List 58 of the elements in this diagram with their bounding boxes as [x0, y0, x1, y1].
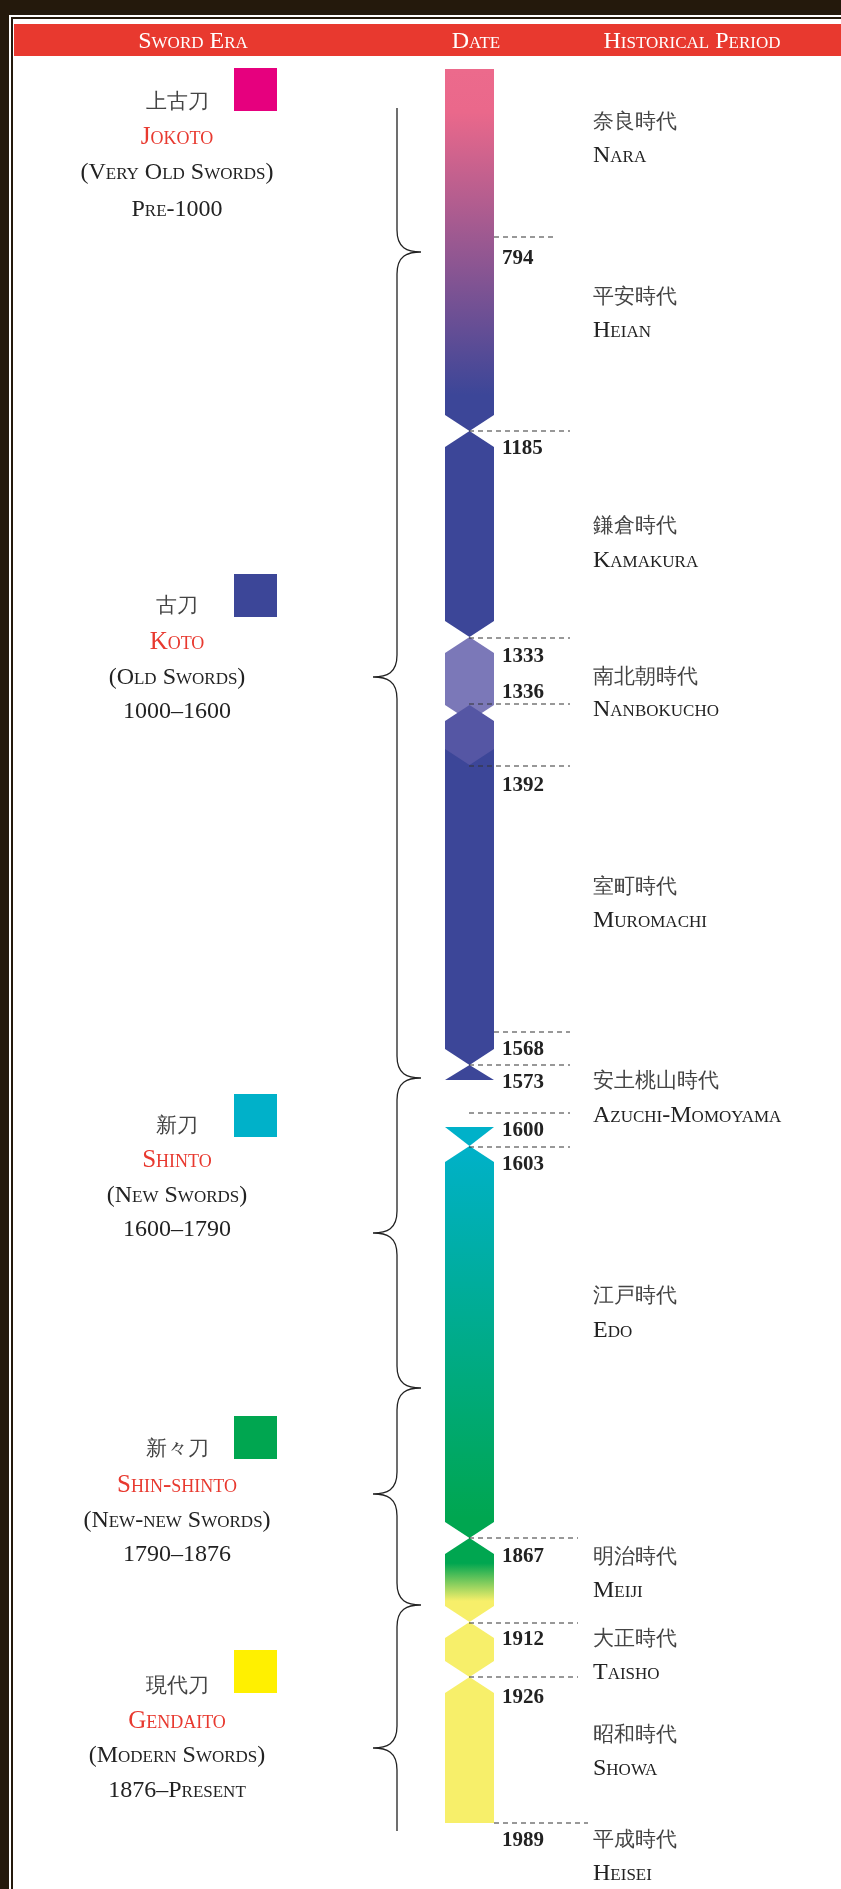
period-name-japanese: 大正時代 [593, 1627, 677, 1649]
column-header: Date [451, 28, 501, 52]
year-label: 1603 [502, 1152, 544, 1174]
period-name: Edo [593, 1317, 633, 1341]
year-label: 1336 [502, 680, 544, 702]
period-name: Azuchi-Momoyama [593, 1102, 782, 1126]
column-header: Sword Era [138, 28, 248, 52]
period-name-japanese: 安土桃山時代 [593, 1069, 719, 1091]
era-kanji-label: 現代刀 [145, 1674, 209, 1696]
era-name: Shin-shinto [117, 1470, 237, 1496]
era-description: 1600–1790 [123, 1216, 231, 1240]
year-label: 794 [502, 246, 534, 268]
column-header: Historical Period [603, 28, 781, 52]
year-label: 1600 [502, 1118, 544, 1140]
era-kanji-label: 新刀 [156, 1114, 198, 1136]
era-kanji-label: 新々刀 [145, 1437, 209, 1459]
period-name: Meiji [593, 1577, 643, 1601]
era-description: (New Swords) [106, 1182, 248, 1206]
era-description: 1876–Present [108, 1777, 246, 1801]
period-name: Kamakura [593, 547, 699, 571]
era-name: Gendaito [128, 1706, 226, 1732]
period-name-japanese: 平安時代 [593, 285, 677, 307]
period-name-japanese: 江戸時代 [593, 1284, 677, 1306]
period-name: Muromachi [593, 907, 707, 931]
year-label: 1573 [502, 1070, 544, 1092]
year-label: 1568 [502, 1037, 544, 1059]
period-name-japanese: 南北朝時代 [593, 665, 698, 687]
period-name: Heian [593, 317, 651, 341]
era-description: 1000–1600 [123, 698, 231, 722]
year-label: 1867 [502, 1544, 544, 1566]
year-label: 1185 [502, 436, 543, 458]
era-kanji-label: 古刀 [156, 594, 198, 616]
era-description: (Modern Swords) [88, 1742, 266, 1766]
period-name-japanese: 昭和時代 [593, 1723, 677, 1745]
era-description: Pre-1000 [131, 196, 223, 220]
era-name: Jokoto [140, 122, 214, 148]
period-name: Nanbokucho [593, 696, 719, 720]
period-name: Taisho [593, 1659, 660, 1683]
year-label: 1912 [502, 1627, 544, 1649]
era-description: (Old Swords) [108, 664, 246, 688]
year-label: 1392 [502, 773, 544, 795]
period-name-japanese: 鎌倉時代 [593, 514, 677, 536]
era-description: 1790–1876 [123, 1541, 231, 1565]
era-description: (Very Old Swords) [80, 159, 274, 183]
era-description: (New-new Swords) [83, 1507, 271, 1531]
period-name-japanese: 室町時代 [593, 875, 677, 897]
period-name: Heisei [593, 1860, 652, 1884]
period-name-japanese: 平成時代 [593, 1828, 677, 1850]
year-label: 1333 [502, 644, 544, 666]
era-name: Koto [149, 627, 205, 653]
era-name: Shinto [142, 1145, 212, 1171]
period-name: Showa [593, 1755, 658, 1779]
period-name-japanese: 明治時代 [593, 1545, 677, 1567]
era-kanji-label: 上古刀 [145, 90, 209, 112]
period-name: Nara [593, 142, 647, 166]
year-label: 1989 [502, 1828, 544, 1850]
period-name-japanese: 奈良時代 [593, 110, 677, 132]
year-label: 1926 [502, 1685, 544, 1707]
